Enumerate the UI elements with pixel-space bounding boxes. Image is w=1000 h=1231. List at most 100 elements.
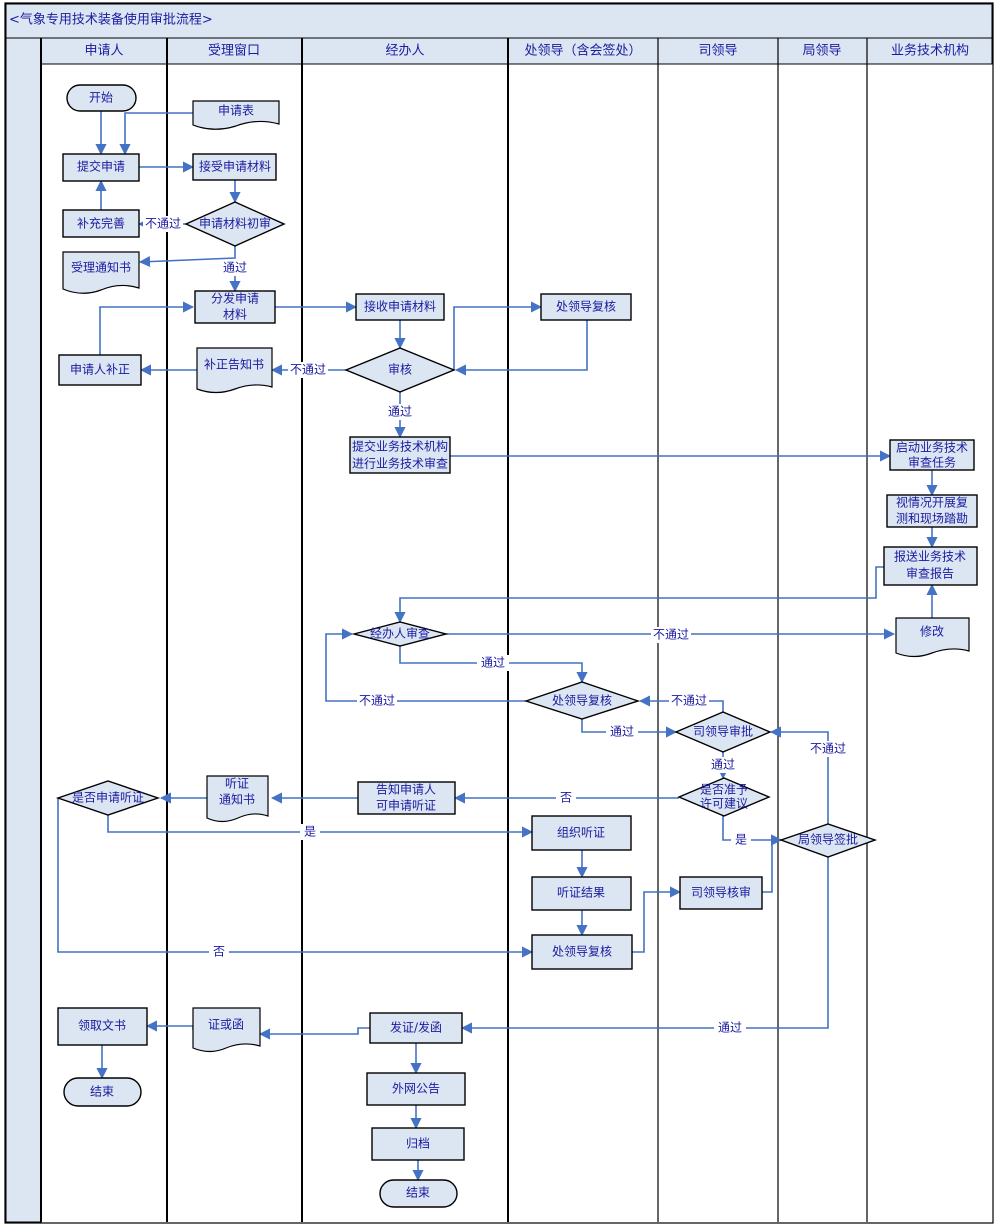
svg-text:接收申请材料: 接收申请材料 [364, 299, 436, 314]
svg-text:提交业务技术机构: 提交业务技术机构 [352, 439, 448, 454]
hearing-result-box: 听证结果 [531, 876, 632, 911]
svg-text:结束: 结束 [90, 1085, 114, 1099]
lane-header-handler: 经办人 [385, 44, 424, 59]
receive-materials-handler-box: 接收申请材料 [355, 293, 445, 321]
svg-text:通知书: 通知书 [219, 793, 255, 807]
lane-dividers [40, 38, 868, 1222]
tech-review-submit-box: 提交业务技术机构 进行业务技术审查 [349, 436, 451, 474]
lane-header-division: 处领导（含会签处） [524, 43, 641, 59]
permit-recommend-decision: 是否准予 许可建议 [677, 777, 771, 817]
tech-survey-box: 视情况开展复 测和现场踏勘 [886, 494, 978, 528]
modify-doc: 修改 [895, 617, 970, 658]
division-review-box-1: 处领导复核 [540, 293, 632, 321]
svg-text:经办人审查: 经办人审查 [370, 626, 430, 641]
svg-text:视情况开展复: 视情况开展复 [896, 495, 968, 510]
precheck-decision: 申请材料初审 [184, 201, 286, 247]
hearing-notice-doc: 听证 通知书 [206, 775, 269, 823]
svg-text:材料: 材料 [223, 308, 247, 322]
lane-headers: 申请人 受理窗口 经办人 处领导（含会签处） 司领导 局领导 业务技术机构 [84, 43, 969, 59]
bureau-approval-decision: 局领导签批 [778, 823, 878, 858]
lane-header-window: 受理窗口 [208, 43, 260, 59]
organize-hearing-box: 组织听证 [531, 815, 632, 851]
svg-text:可申请听证: 可申请听证 [376, 799, 436, 813]
svg-text:开始: 开始 [89, 91, 113, 105]
outer-frame [4, 2, 994, 1224]
svg-text:归档: 归档 [406, 1137, 430, 1151]
svg-text:证或函: 证或函 [208, 1018, 244, 1032]
svg-text:处领导复核: 处领导复核 [556, 300, 616, 314]
edge-label-department-pass: 通过 [711, 758, 735, 772]
audit-decision: 审核 [344, 347, 456, 393]
diagram-title: <气象专用技术装备使用审批流程> [9, 12, 213, 28]
lane-header-tech-agency: 业务技术机构 [891, 43, 969, 59]
handler-review-decision: 经办人审查 [351, 621, 449, 647]
svg-text:许可建议: 许可建议 [700, 797, 748, 811]
hearing-request-decision: 是否申请听证 [55, 780, 161, 816]
edge-label-precheck-fail: 不通过 [145, 217, 181, 231]
svg-text:受理通知书: 受理通知书 [71, 261, 131, 275]
svg-text:处领导复核: 处领导复核 [552, 945, 612, 959]
svg-text:审查报告: 审查报告 [906, 566, 954, 581]
edge-label-division-fail: 不通过 [359, 694, 395, 708]
svg-text:外网公告: 外网公告 [392, 1082, 440, 1096]
department-approval-decision: 司领导审批 [674, 711, 772, 753]
edge-label-audit-pass: 通过 [388, 405, 412, 419]
svg-text:申请表: 申请表 [218, 104, 254, 118]
edge-label-permit-yes: 是 [735, 833, 747, 847]
receive-materials-box: 接受申请材料 [192, 153, 277, 181]
svg-text:领取文书: 领取文书 [78, 1018, 126, 1033]
edge-label-handler-pass: 通过 [481, 656, 505, 670]
tech-review-start-box: 启动业务技术 审查任务 [889, 439, 975, 471]
svg-text:提交申请: 提交申请 [77, 159, 125, 174]
archive-box: 归档 [371, 1127, 465, 1161]
svg-text:报送业务技术: 报送业务技术 [894, 549, 966, 564]
edge-label-permit-no: 否 [560, 791, 572, 805]
end-terminal-applicant: 结束 [63, 1077, 142, 1107]
applicant-correction-box: 申请人补正 [58, 354, 142, 386]
svg-text:处领导复核: 处领导复核 [552, 694, 612, 708]
svg-text:分发申请: 分发申请 [211, 291, 259, 306]
svg-text:进行业务技术审查: 进行业务技术审查 [352, 456, 448, 471]
svg-text:启动业务技术: 启动业务技术 [896, 440, 968, 455]
svg-text:组织听证: 组织听证 [557, 826, 605, 840]
division-review-decision: 处领导复核 [523, 681, 641, 720]
svg-text:审查任务: 审查任务 [908, 455, 956, 470]
inform-applicant-box: 告知申请人 可申请听证 [357, 781, 456, 815]
svg-text:听证: 听证 [225, 777, 249, 791]
supplement-box: 补充完善 [62, 209, 140, 238]
svg-text:结束: 结束 [406, 1186, 430, 1200]
acceptance-notice-doc: 受理通知书 [62, 251, 140, 294]
lane-header-bureau: 局领导 [802, 44, 841, 59]
edge-label-handler-fail: 不通过 [653, 628, 689, 642]
issue-certificate-box: 发证/发函 [369, 1012, 463, 1044]
certificate-letter-doc: 证或函 [192, 1007, 261, 1053]
lane-header-department: 司领导 [698, 44, 737, 59]
edge-labels: 不通过 通过 不通过 通过 不通过 通过 不通过 不通过 通过 通过 否 是 是… [143, 216, 848, 1036]
svg-text:告知申请人: 告知申请人 [376, 783, 436, 797]
nodes: 开始 申请表 提交申请 接受申请材料 补充完善 申请材料初审 受理通知书 分发 [55, 84, 978, 1208]
tech-report-box: 报送业务技术 审查报告 [883, 546, 978, 586]
edge-label-division-pass: 通过 [610, 725, 634, 739]
application-form-doc: 申请表 [192, 100, 280, 130]
svg-text:修改: 修改 [920, 624, 944, 639]
svg-text:审核: 审核 [388, 362, 412, 377]
submit-application-box: 提交申请 [62, 153, 140, 182]
edge-label-bureau-pass: 通过 [718, 1021, 742, 1035]
collect-documents-box: 领取文书 [57, 1007, 148, 1046]
svg-text:补正告知书: 补正告知书 [204, 358, 264, 372]
edge-label-hearing-yes: 是 [304, 825, 316, 839]
svg-text:申请材料初审: 申请材料初审 [199, 216, 271, 231]
svg-text:发证/发函: 发证/发函 [390, 1020, 442, 1035]
distribute-materials-box: 分发申请 材料 [194, 290, 276, 324]
title-bar [5, 3, 993, 39]
start-terminal: 开始 [66, 84, 137, 112]
svg-text:司领导审批: 司领导审批 [693, 724, 753, 739]
svg-text:补充完善: 补充完善 [77, 216, 125, 231]
svg-text:听证结果: 听证结果 [557, 886, 605, 900]
svg-text:是否申请听证: 是否申请听证 [72, 791, 144, 805]
lane-header-row [40, 37, 993, 65]
edge-label-hearing-no: 否 [213, 945, 225, 959]
svg-text:司领导核审: 司领导核审 [691, 885, 751, 900]
edge-label-bureau-fail: 不通过 [810, 742, 846, 756]
